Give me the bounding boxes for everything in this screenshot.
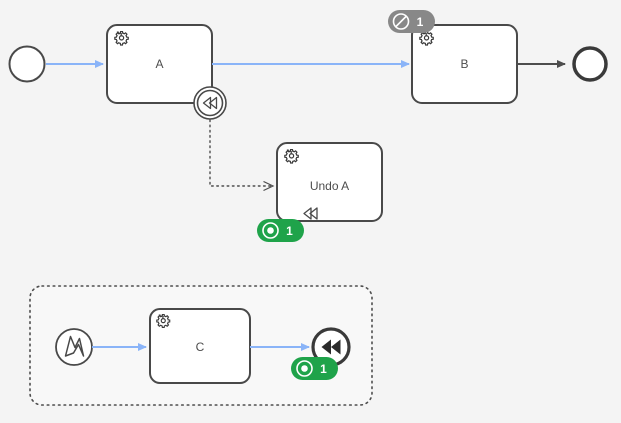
cancel-icon — [392, 13, 410, 30]
task-a-label: A — [155, 57, 163, 71]
subprocess-start-event[interactable] — [55, 328, 93, 366]
token-icon — [262, 222, 279, 239]
gear-icon — [114, 30, 129, 46]
task-b[interactable]: B — [411, 24, 518, 104]
subprocess-end-event-badge-count: 1 — [320, 362, 327, 376]
compensation-task-label: Undo A — [310, 179, 349, 193]
start-event[interactable] — [8, 45, 46, 83]
task-c[interactable]: C — [149, 308, 251, 384]
compensation-task-badge[interactable]: 1 — [257, 219, 304, 242]
task-c-label: C — [196, 340, 205, 354]
subprocess-end-event[interactable] — [311, 327, 351, 367]
gear-icon — [156, 313, 171, 329]
task-b-label: B — [460, 57, 468, 71]
task-a[interactable]: A — [106, 24, 213, 104]
task-b-badge-count: 1 — [417, 15, 424, 29]
subprocess-end-event-badge[interactable]: 1 — [291, 357, 338, 380]
end-event[interactable] — [572, 46, 608, 82]
token-icon — [296, 360, 313, 377]
gear-icon — [284, 148, 299, 164]
compensation-task-badge-count: 1 — [286, 224, 293, 238]
compensation-association[interactable] — [209, 119, 272, 186]
compensation-filled-icon — [321, 339, 341, 355]
compensation-task-undo-a[interactable]: Undo A — [276, 142, 383, 222]
gear-icon — [419, 30, 434, 46]
error-bolt-icon — [64, 335, 85, 357]
task-b-badge[interactable]: 1 — [388, 10, 435, 33]
boundary-compensation-event[interactable] — [193, 86, 227, 120]
compensation-icon — [202, 96, 218, 110]
compensation-icon — [303, 207, 318, 220]
